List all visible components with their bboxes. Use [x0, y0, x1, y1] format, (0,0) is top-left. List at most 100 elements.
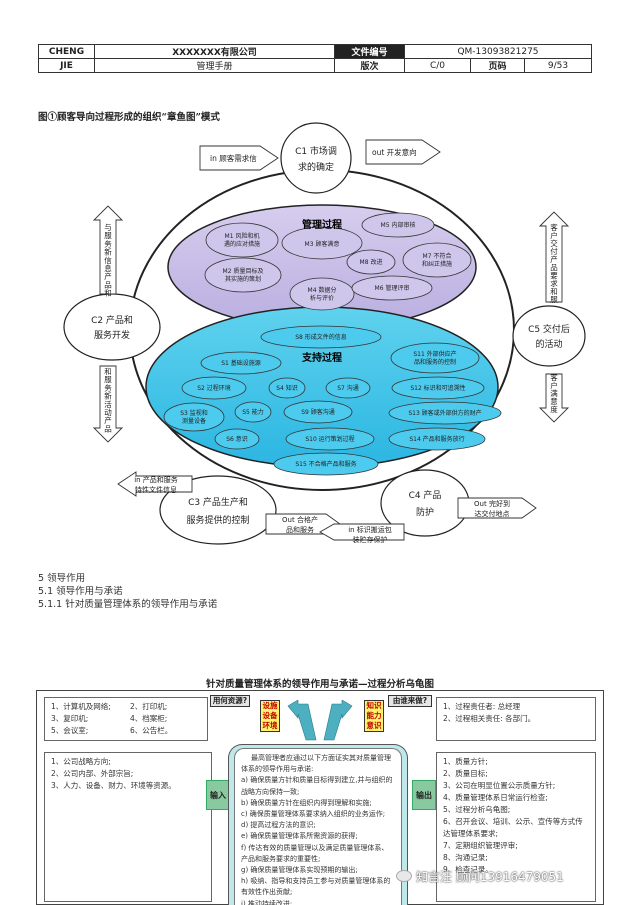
- inputs-box: 1、公司战略方向;2、公司内部、外部宗旨;3、人力、设备、财力、环境等资源。: [44, 752, 212, 902]
- resources-box: 1、计算机及网络;2、打印机;3、复印机;4、档案柜;5、会议室;6、公告栏。: [44, 697, 208, 741]
- m5-ellipse: [361, 212, 435, 238]
- right-down-arrow: [538, 373, 570, 423]
- out-bottom-mid-label-2: 品和服务: [286, 525, 314, 534]
- input-item: 1、公司战略方向;: [51, 757, 111, 766]
- s15-label: S15 不合格产品和服务: [295, 460, 356, 468]
- facility-tag-line-1: 设施: [262, 701, 278, 710]
- out-bottom-right-arrow: [457, 497, 537, 519]
- c5-label-2: 的活动: [535, 338, 562, 350]
- input-item: 3、人力、设备、财力、环境等资源。: [51, 781, 176, 790]
- doc-no-label: 文件编号: [334, 44, 405, 59]
- s7-ellipse: [325, 377, 371, 399]
- center-item: i) 推动持续改进;: [241, 899, 293, 905]
- center-item: c) 确保质量管理体系要求纳入组织的业务运作;: [241, 810, 386, 819]
- c3-label-2: 服务提供的控制: [186, 514, 249, 526]
- facility-tag-line-2: 设备: [262, 711, 278, 720]
- m1-ellipse: [205, 222, 279, 258]
- in-top-label: in 顾客需求信: [210, 153, 257, 163]
- facility-tag: 设施 设备 环境: [260, 700, 280, 732]
- who-item: 2、过程相关责任: 各部门。: [443, 714, 536, 723]
- c1-label-1: C1 市场调: [295, 145, 337, 157]
- knowledge-tag-line-1: 知识: [366, 701, 382, 710]
- m2-label: M2 质量目标及: [223, 267, 264, 275]
- who-tag: 由谁来做?: [388, 695, 432, 707]
- c1-circle: [280, 122, 352, 194]
- output-item: 4、质量管理体系日常运行检查;: [443, 793, 548, 802]
- section-5-1: 5.1 领导作用与承诺: [38, 586, 123, 597]
- s3-ellipse: [163, 402, 225, 432]
- left-arrow-shape: [287, 700, 317, 741]
- company-short-2: JIE: [38, 58, 95, 73]
- octopus-diagram: in 顾客需求信 out 开发意向 与服务新信息产品和 和服务新活动产品 客户交…: [63, 122, 586, 545]
- right-up-arrow: [538, 211, 570, 303]
- page-label: 页码: [470, 58, 525, 73]
- s15-ellipse: [273, 452, 379, 476]
- m7-ellipse: [402, 242, 472, 278]
- m4-label-2: 析与评价: [310, 294, 334, 302]
- c3-label-1: C3 产品生产和: [188, 496, 248, 508]
- company-short: CHENG: [38, 44, 95, 59]
- resource-arrows: [287, 700, 353, 741]
- s5-label: S5 能力: [242, 408, 264, 416]
- who-item: 1、过程责任者: 总经理: [443, 702, 521, 711]
- c2-label-1: C2 产品和: [91, 314, 133, 326]
- page-number: 9/53: [524, 58, 592, 73]
- in-bottom-mid-label-1: in 标识搬运包: [348, 525, 392, 534]
- input-arrow: 输入: [206, 780, 230, 810]
- section-5-1-1: 5.1.1 针对质量管理体系的领导作用与承诺: [38, 599, 218, 610]
- m8-label: M8 改进: [360, 258, 383, 266]
- s8-ellipse: [260, 325, 382, 349]
- center-item: a) 确保质量方针和质量目标得到建立,并与组织的战略方向保持一致;: [241, 776, 393, 796]
- out-top-arrow: [365, 139, 441, 165]
- s14-label: S14 产品和服务放行: [409, 435, 464, 443]
- resource-item: 5、会议室;: [51, 726, 89, 735]
- right-vertical-label-2: 客户满意度: [550, 372, 558, 414]
- center-item: h) 吸纳、指导和支持员工参与对质量管理体系的有效性作出贡献;: [241, 877, 391, 897]
- m3-label: M3 顾客满意: [305, 240, 340, 248]
- left-vertical-label-2: 和服务新活动产品: [104, 367, 112, 433]
- resources-list: 1、计算机及网络;2、打印机;3、复印机;4、档案柜;5、会议室;6、公告栏。: [51, 701, 201, 737]
- in-bottom-left-label-1: in 产品和服务: [134, 475, 178, 484]
- m6-label: M6 管理评审: [375, 284, 410, 292]
- outputs-list: 1、质量方针;2、质量目标;3、公司在明显位置公示质量方针;4、质量管理体系日常…: [443, 756, 589, 876]
- c1-label-2: 求的确定: [298, 161, 334, 173]
- c2-circle: [63, 293, 161, 361]
- left-vertical-label-1: 与服务新信息产品和: [104, 223, 112, 298]
- wechat-icon: [396, 870, 412, 882]
- s11-label: S11 外部供应产: [413, 350, 456, 358]
- s12-label: S12 标识和可追溯性: [410, 384, 465, 392]
- turtle-title: 针对质量管理体系的领导作用与承诺—过程分析乌龟图: [205, 679, 434, 690]
- document-header: CHENG XXXXXXX有限公司 文件编号 QM-13093821275 JI…: [38, 44, 592, 73]
- s1-label: S1 基础设施源: [221, 359, 261, 367]
- output-item: 2、质量目标;: [443, 769, 488, 778]
- s9-ellipse: [283, 400, 353, 424]
- s3-label-2: 测量设备: [182, 417, 206, 425]
- output-item: 9、检查记录。: [443, 865, 493, 874]
- company-name: XXXXXXX有限公司: [94, 44, 335, 59]
- in-bottom-mid-label-2: 装贮存保护: [353, 535, 388, 544]
- management-title: 管理过程: [302, 218, 342, 231]
- right-arrow-shape: [323, 700, 353, 741]
- support-title: 支持过程: [301, 351, 342, 364]
- s4-label: S4 知识: [276, 384, 298, 392]
- resource-item: 2、打印机;: [130, 702, 168, 711]
- in-bottom-mid-arrow: [319, 523, 405, 541]
- output-item: 6、召开会议、培训、公示、宣传等方式传达管理体系要求;: [443, 817, 583, 838]
- center-item: e) 确保质量管理体系所需资源的获得;: [241, 832, 358, 841]
- out-bottom-right-label-1: Out 完好到: [474, 499, 510, 508]
- m4-label: M4 数据分: [308, 286, 337, 294]
- inputs-list: 1、公司战略方向;2、公司内部、外部宗旨;3、人力、设备、财力、环境等资源。: [51, 756, 205, 792]
- knowledge-tag: 知识 能力 意识: [364, 700, 384, 732]
- c2-label-2: 服务开发: [94, 329, 130, 341]
- who-list: 1、过程责任者: 总经理 2、过程相关责任: 各部门。: [443, 701, 589, 725]
- output-item: 5、过程分析乌龟图;: [443, 805, 511, 814]
- m6-ellipse: [351, 275, 433, 301]
- output-item: 1、质量方针;: [443, 757, 488, 766]
- in-top-arrow: [199, 145, 279, 171]
- center-content: 最高管理者应通过以下方面证实其对质量管理体系的领导作用与承诺: a) 确保质量方…: [234, 748, 402, 905]
- m7-label-2: 和纠正措施: [422, 260, 452, 268]
- resource-item: 4、档案柜;: [130, 714, 168, 723]
- m1-label: M1 风险和机: [225, 232, 260, 240]
- center-list: a) 确保质量方针和质量目标得到建立,并与组织的战略方向保持一致;b) 确保质量…: [241, 775, 395, 905]
- center-item: f) 传达有效的质量管理以及满足质量管理体系、产品和服务要求的重要性;: [241, 843, 389, 863]
